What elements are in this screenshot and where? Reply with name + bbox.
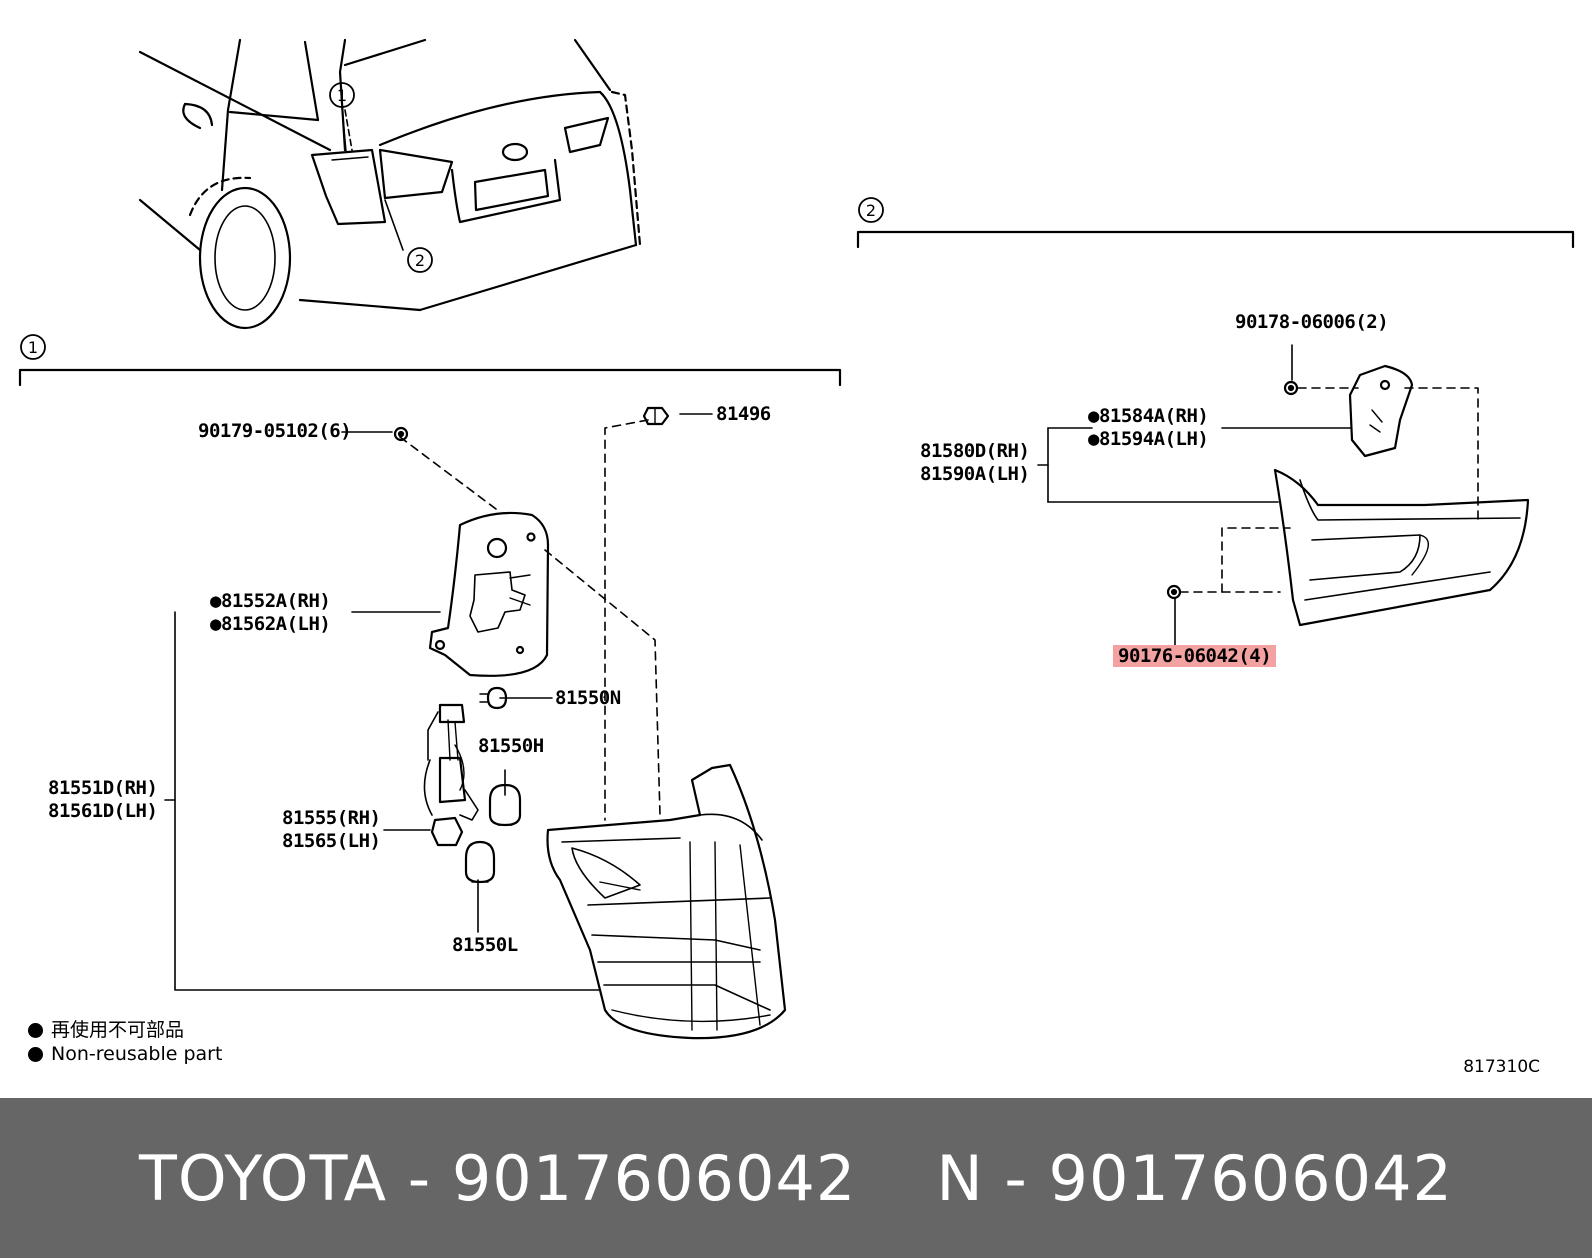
legend-english: Non-reusable part [28, 1042, 222, 1066]
part-90178-06006-label[interactable]: 90178-06006(2) [1235, 311, 1389, 333]
part-81496-label[interactable]: 81496 [716, 403, 771, 425]
part-81580d-label[interactable]: 81580D(RH) [920, 440, 1030, 462]
footer-toyota-part: TOYOTA - 9017606042 [139, 1141, 857, 1215]
part-81552a-label[interactable]: ●81552A(RH) [210, 590, 331, 612]
part-90179-05102-label[interactable]: 90179-05102(6) [198, 420, 352, 442]
non-reusable-dot-icon [28, 1047, 43, 1062]
part-81550l-label[interactable]: 81550L [452, 934, 518, 956]
car-rear-view [138, 38, 642, 330]
part-81590a-label[interactable]: 81590A(LH) [920, 463, 1030, 485]
part-90176-06042-label[interactable]: 90176-06042(4) [1113, 645, 1277, 667]
part-81561d-label[interactable]: 81561D(LH) [48, 800, 158, 822]
part-81550n-label[interactable]: 81550N [555, 687, 621, 709]
part-81584a-label[interactable]: ●81584A(RH) [1088, 405, 1209, 427]
legend-en-text: Non-reusable part [51, 1043, 223, 1065]
legend-jp-text: 再使用不可部品 [51, 1019, 185, 1041]
legend-japanese: 再使用不可部品 [28, 1018, 184, 1042]
section-1-parts [164, 406, 787, 1040]
part-number-banner: TOYOTA - 9017606042 N - 9017606042 [0, 1098, 1592, 1258]
non-reusable-dot-icon [28, 1023, 43, 1038]
diagram-drawing: 1 2 1 2 [18, 38, 1575, 1040]
section-brackets [18, 197, 1575, 387]
callout-digit: 1 [337, 86, 347, 105]
callout-digit: 2 [415, 251, 425, 270]
part-81551d-label[interactable]: 81551D(RH) [48, 777, 158, 799]
footer-n-part: N - 9017606042 [936, 1141, 1453, 1215]
part-81565-label[interactable]: 81565(LH) [282, 830, 381, 852]
part-81594a-label[interactable]: ●81594A(LH) [1088, 428, 1209, 450]
part-81562a-label[interactable]: ●81562A(LH) [210, 613, 331, 635]
illustration-code: 817310C [1463, 1057, 1540, 1077]
section-2-parts [1037, 344, 1530, 649]
part-81555-label[interactable]: 81555(RH) [282, 807, 381, 829]
callout-digit: 2 [866, 201, 876, 220]
part-81550h-label[interactable]: 81550H [478, 735, 544, 757]
callout-digit: 1 [28, 338, 38, 357]
